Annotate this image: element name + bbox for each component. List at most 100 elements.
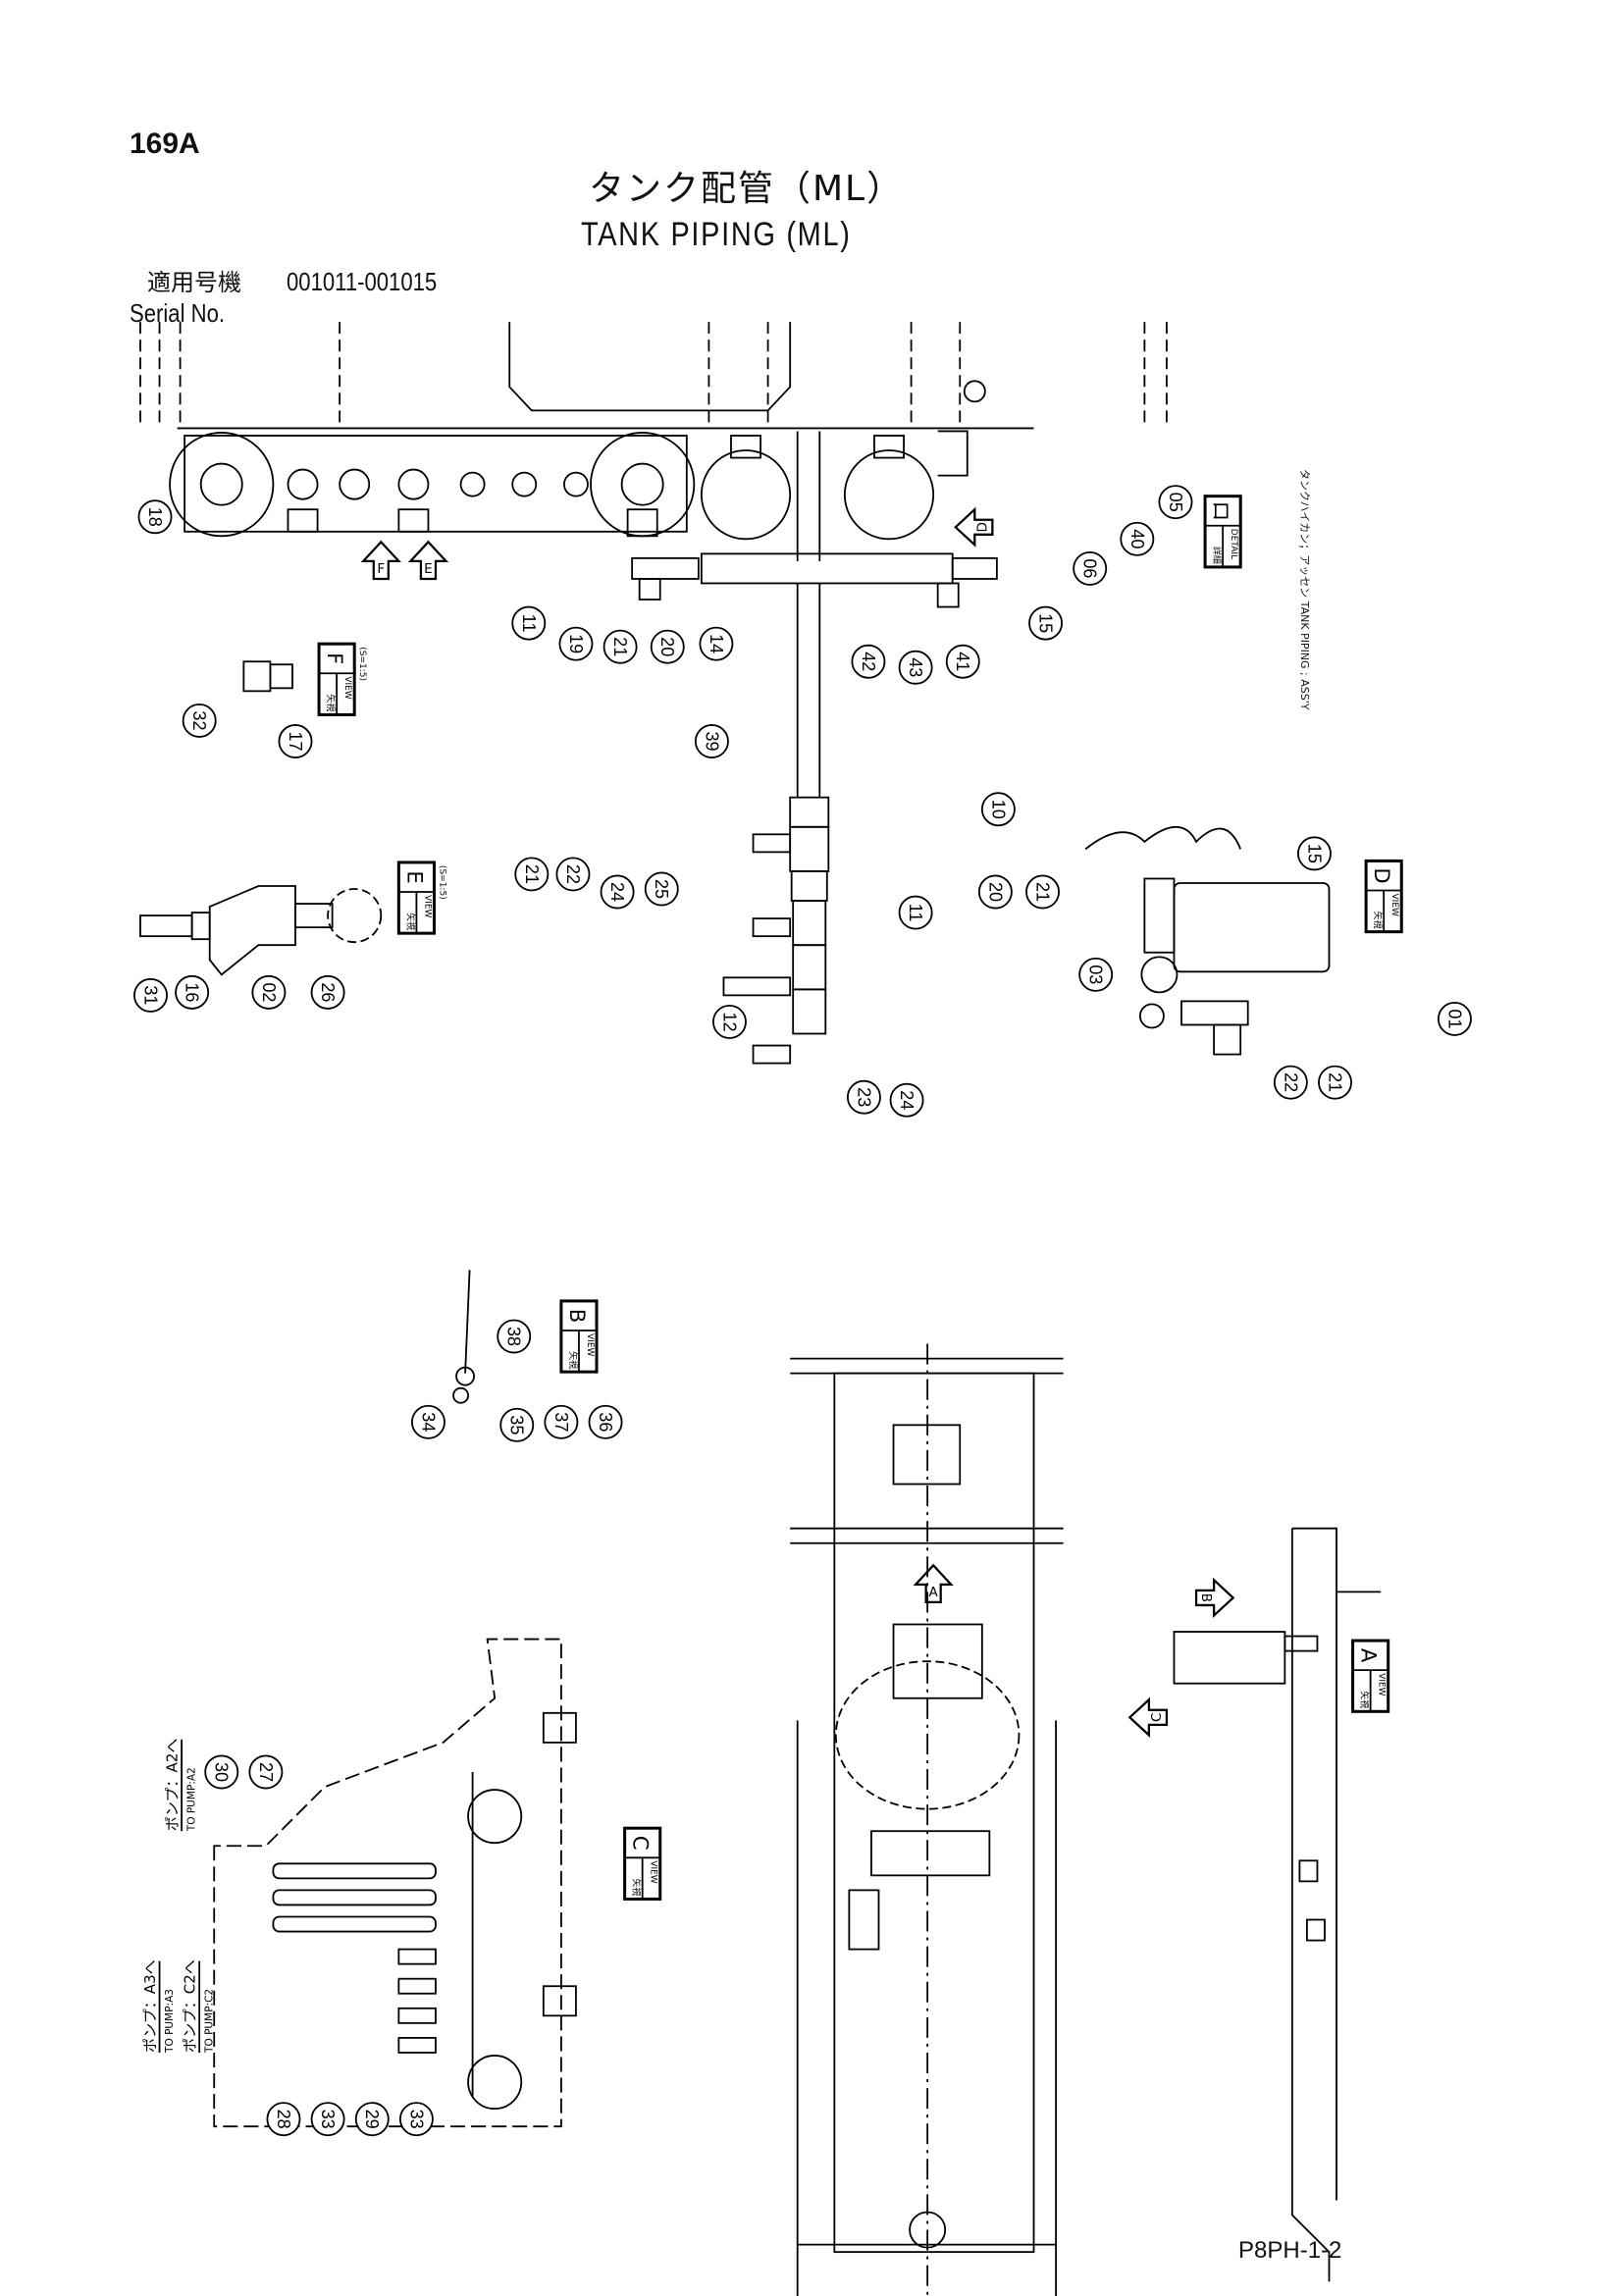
callout-number: 25 [652, 879, 671, 899]
callout-number: 26 [318, 982, 338, 1002]
callout-number: 21 [522, 864, 542, 884]
pump-label-en: TO PUMP:C2 [204, 1989, 216, 2054]
callout-21: 21 [1025, 874, 1060, 910]
callout-41: 41 [945, 644, 980, 679]
machine-side-view [1173, 1527, 1382, 2282]
view-jp: 詳細 [1211, 547, 1223, 564]
callout-15: 15 [1028, 605, 1063, 641]
view-arrows: F E D B C A [360, 506, 1235, 1738]
view-jp: 矢視 [1372, 912, 1384, 929]
svg-text:F: F [377, 561, 385, 577]
serial-label-english: Serial No. [130, 298, 226, 328]
callout-number: 14 [707, 634, 726, 653]
view-en: VIEW [1377, 1673, 1387, 1696]
manifold [183, 435, 688, 533]
callout-20: 20 [650, 629, 685, 664]
callout-15: 15 [1296, 836, 1332, 871]
callout-number: 18 [145, 507, 165, 527]
callout-number: 19 [566, 634, 586, 653]
callout-39: 39 [694, 724, 729, 758]
callout-number: 33 [318, 2110, 338, 2129]
callout-number: 39 [702, 731, 721, 751]
view-en: VIEW [342, 676, 352, 700]
callout-24: 24 [600, 874, 635, 910]
callout-number: 12 [719, 1012, 739, 1031]
callout-number: 15 [1304, 844, 1324, 863]
view-c-outline [213, 1638, 562, 2128]
view-jp: 矢視 [325, 694, 337, 711]
callout-number: 42 [859, 652, 878, 671]
callout-12: 12 [712, 1005, 747, 1039]
callout-number: 21 [1033, 882, 1053, 902]
view-en: DETAIL [1229, 529, 1238, 559]
callout-22: 22 [1273, 1065, 1308, 1100]
serial-range: 001011-001015 [287, 267, 438, 296]
callout-number: 22 [1281, 1072, 1300, 1092]
callout-11: 11 [511, 605, 547, 641]
view-letter: A [1357, 1648, 1382, 1663]
callout-17: 17 [278, 724, 313, 758]
view-jp: 矢視 [1359, 1691, 1371, 1708]
callout-number: 20 [985, 882, 1005, 902]
svg-text:D: D [974, 522, 990, 532]
callout-35: 35 [499, 1407, 535, 1442]
svg-text:E: E [424, 561, 433, 577]
callout-19: 19 [558, 626, 594, 661]
view-en: VIEW [1389, 894, 1399, 917]
machine-plan-view [790, 1343, 1064, 2296]
svg-text:A: A [929, 1585, 939, 1600]
callout-20: 20 [977, 874, 1013, 910]
view-arrow-A: A [913, 1563, 954, 1604]
callout-32: 32 [182, 703, 217, 738]
callout-30: 30 [204, 1754, 239, 1790]
callout-01: 01 [1437, 1001, 1472, 1036]
tank-outline [139, 322, 1168, 429]
callout-number: 21 [1326, 1072, 1345, 1092]
callout-number: 20 [657, 637, 677, 656]
callout-31: 31 [133, 977, 168, 1013]
serial-label-japanese: 適用号機 [147, 269, 241, 296]
callout-number: 33 [406, 2110, 426, 2129]
callout-number: 35 [507, 1415, 527, 1435]
callout-number: 37 [551, 1412, 571, 1432]
view-arrow-E: E [407, 540, 449, 581]
callout-28: 28 [266, 2102, 301, 2137]
callout-number: 43 [906, 657, 925, 677]
drawing-code: P8PH-1-2 [1238, 2237, 1342, 2264]
callout-24: 24 [889, 1082, 924, 1118]
callout-10: 10 [980, 792, 1016, 827]
callout-number: 01 [1444, 1009, 1464, 1028]
callout-number: 03 [1086, 965, 1106, 984]
callout-43: 43 [898, 650, 933, 685]
callout-11: 11 [898, 895, 933, 930]
view-letter: F [323, 652, 347, 664]
view-arrow-C: C [1127, 1696, 1169, 1738]
view-letter: C [629, 1836, 654, 1851]
view-letter: E [402, 870, 427, 883]
view-arrow-F: F [360, 540, 401, 581]
callout-number: 30 [212, 1762, 232, 1782]
view-en: VIEW [585, 1333, 595, 1357]
callout-number: 27 [256, 1762, 276, 1782]
callout-number: 21 [610, 637, 630, 656]
page-number: 169A [130, 128, 200, 160]
callout-number: 32 [189, 710, 209, 730]
callout-26: 26 [310, 974, 345, 1010]
view-label-F: F 矢視 VIEW (S=1:5) [317, 642, 367, 716]
callout-21: 21 [602, 629, 638, 664]
callout-05: 05 [1158, 485, 1193, 520]
callout-34: 34 [410, 1404, 445, 1439]
view-arrow-D: D [954, 506, 994, 548]
view-scale: (S=1:5) [357, 647, 367, 681]
view-letter: B [565, 1309, 590, 1323]
title-english: TANK PIPING (ML) [581, 216, 852, 253]
callout-21: 21 [1318, 1065, 1352, 1100]
tank-bottom [508, 322, 792, 412]
pump-label-jp: ポンプ：C2へ [182, 1959, 199, 2053]
pump-label-en: TO PUMP:A3 [164, 1989, 176, 2054]
callout-number: 34 [418, 1412, 438, 1432]
